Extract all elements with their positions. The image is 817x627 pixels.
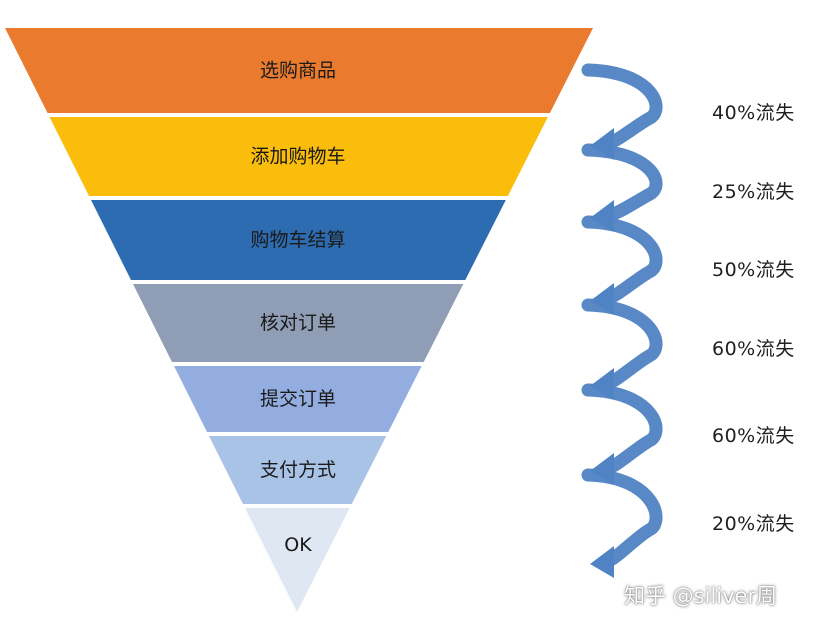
funnel-stage-label-5: 提交订单 <box>260 388 336 410</box>
watermark: 知乎 @siliver周 <box>624 584 778 608</box>
loss-arrow-6 <box>581 468 663 578</box>
funnel-stage-2 <box>49 117 548 196</box>
funnel-stage-label-6: 支付方式 <box>260 459 336 481</box>
funnel-stage-7 <box>245 508 350 612</box>
funnel-stage-label-1: 选购商品 <box>260 60 336 82</box>
funnel-stage-label-7: OK <box>284 534 312 556</box>
funnel-stage-1 <box>5 28 593 113</box>
funnel-stage-6 <box>209 436 387 504</box>
loss-label-5: 60%流失 <box>712 425 795 447</box>
funnel-stage-5 <box>174 366 422 432</box>
loss-label-6: 20%流失 <box>712 513 795 535</box>
loss-label-2: 25%流失 <box>712 181 795 203</box>
funnel-stage-3 <box>91 200 506 280</box>
funnel-stage-4 <box>133 284 464 362</box>
funnel-stage-label-3: 购物车结算 <box>250 229 345 251</box>
funnel-stage-label-2: 添加购物车 <box>250 146 345 168</box>
loss-label-1: 40%流失 <box>712 102 795 124</box>
funnel-stage-label-4: 核对订单 <box>260 312 336 334</box>
loss-label-3: 50%流失 <box>712 259 795 281</box>
loss-label-4: 60%流失 <box>712 338 795 360</box>
